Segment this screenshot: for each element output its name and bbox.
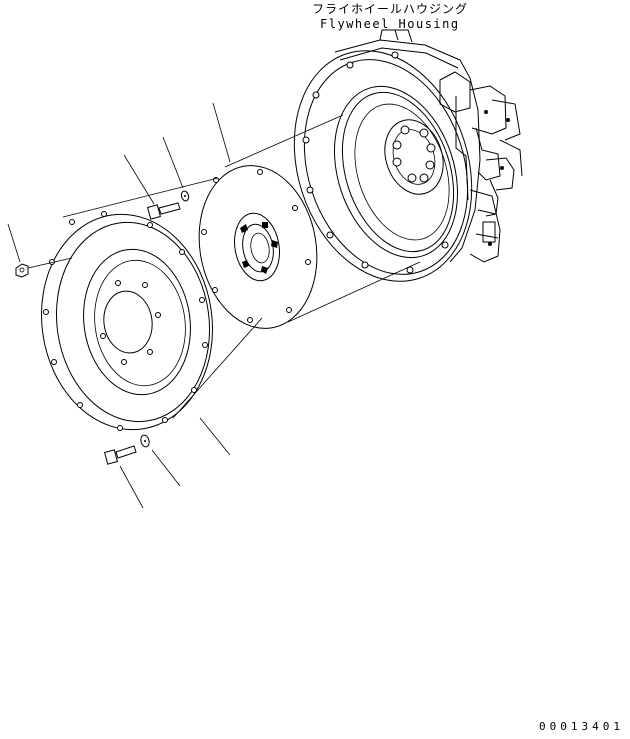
housing-flange-holes bbox=[302, 51, 449, 274]
flywheel-nut bbox=[15, 263, 29, 278]
coupling-perimeter-holes bbox=[201, 169, 311, 323]
flywheel-rim-holes bbox=[43, 211, 208, 431]
coupling-washer bbox=[180, 190, 190, 202]
flywheel-inner-holes bbox=[100, 280, 161, 365]
housing-title-japanese: フライホイールハウジング bbox=[312, 2, 469, 16]
flywheel bbox=[40, 211, 214, 431]
flywheel-washer bbox=[140, 434, 150, 448]
alignment-lines bbox=[27, 114, 421, 419]
coupling-plate bbox=[198, 165, 318, 329]
leader-lines bbox=[7, 102, 231, 509]
drawing-number: 00013401 bbox=[539, 720, 624, 733]
housing-title-english: Flywheel Housing bbox=[320, 17, 460, 31]
flywheel-bolt bbox=[104, 445, 137, 465]
hub-bolt-holes bbox=[392, 125, 436, 183]
flywheel-housing bbox=[293, 29, 523, 282]
coupling-bolt bbox=[147, 202, 181, 220]
